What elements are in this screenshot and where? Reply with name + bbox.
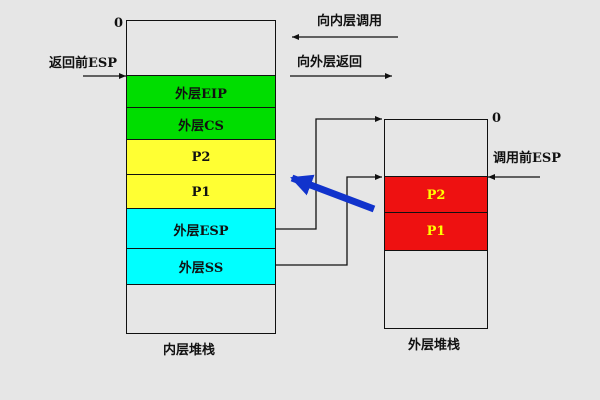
inner-stack-cell: 外层CS [127,107,275,141]
cell-label: P1 [191,184,211,200]
cell-label: 外层EIP [175,86,227,102]
inner-stack-label: 内层堆栈 [163,343,216,358]
inner-stack-cell: 外层SS [127,248,275,285]
return-outer-label: 向外层返回 [297,55,363,70]
parameter-copy-arrow [290,174,376,213]
cell-label: P2 [426,187,446,203]
inner-stack-top-marker: 0 [114,16,124,31]
outer-stack-label: 外层堆栈 [408,338,461,353]
outer-esp-connector [276,116,382,230]
outer-stack-top-marker: 0 [492,111,502,126]
esp-before-call-label: 调用前ESP [493,151,562,166]
outer-stack-cell: P1 [385,212,487,251]
inner-stack-cell: 外层EIP [127,75,275,109]
call-inner-label: 向内层调用 [317,14,383,29]
cell-label: 外层CS [178,118,224,134]
inner-stack-cell: P1 [127,174,275,210]
outer-stack: P2 P1 [384,119,488,329]
esp-before-return-label: 返回前ESP [49,56,118,71]
inner-stack: 外层EIP 外层CS P2 P1 外层ESP 外层SS [126,20,276,334]
cell-label: 外层ESP [173,223,229,239]
cell-label: P2 [191,150,211,165]
inner-stack-cell: P2 [127,139,275,176]
outer-stack-cell: P2 [385,176,487,214]
inner-stack-cell: 外层ESP [127,208,275,250]
outer-ss-connector [276,174,382,266]
cell-label: 外层SS [178,261,224,276]
cell-label: P1 [426,224,446,239]
